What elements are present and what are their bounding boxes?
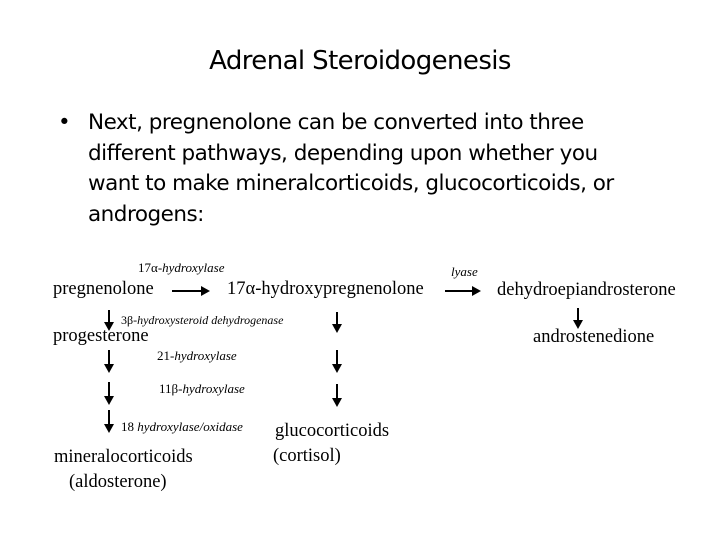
compound-dehydroepiandrosterone: dehydroepiandrosterone <box>497 280 676 300</box>
slide-title: Adrenal Steroidogenesis <box>209 46 511 76</box>
arrow-down-icon <box>104 382 114 405</box>
enzyme-11b-hydroxylase: 11β-hydroxylase <box>159 381 245 396</box>
enzyme-lyase: lyase <box>451 264 478 279</box>
arrow-down-icon <box>332 384 342 407</box>
arrow-down-icon <box>104 310 114 331</box>
arrow-right-icon <box>172 286 210 296</box>
bullet-line-3: want to make mineralcorticoids, glucocor… <box>88 171 614 196</box>
arrow-down-icon <box>573 308 583 329</box>
compound-glucocorticoids: glucocorticoids <box>275 421 390 441</box>
bullet-line-2: different pathways, depending upon wheth… <box>88 140 598 166</box>
compound-pregnenolone: pregnenolone <box>53 279 154 299</box>
arrow-down-icon <box>104 350 114 373</box>
arrow-down-icon <box>332 312 342 333</box>
enzyme-17a-hydroxylase: 17α-hydroxylase <box>138 260 225 275</box>
compound-progesterone: progesterone <box>53 326 149 346</box>
enzyme-3b-hsd: 3β-hydroxysteroid dehydrogenase <box>121 313 284 327</box>
bullet-line-1: Next, pregnenolone can be converted into… <box>88 110 584 135</box>
arrow-down-icon <box>332 350 342 373</box>
compound-mineralocorticoids: mineralocorticoids <box>54 447 193 467</box>
compound-17a-hydroxypregnenolone: 17α-hydroxypregnenolone <box>227 279 424 299</box>
enzyme-18-hydroxylase-oxidase: 18 hydroxylase/oxidase <box>121 419 243 434</box>
bullet-icon: • <box>58 110 71 135</box>
compound-androstenedione: androstenedione <box>533 327 655 347</box>
arrow-right-icon <box>445 286 481 296</box>
compound-cortisol: (cortisol) <box>273 446 341 466</box>
arrow-down-icon <box>104 410 114 433</box>
compound-aldosterone: (aldosterone) <box>69 472 167 492</box>
enzyme-21-hydroxylase: 21-hydroxylase <box>157 348 237 363</box>
bullet-line-4: androgens: <box>88 201 204 227</box>
